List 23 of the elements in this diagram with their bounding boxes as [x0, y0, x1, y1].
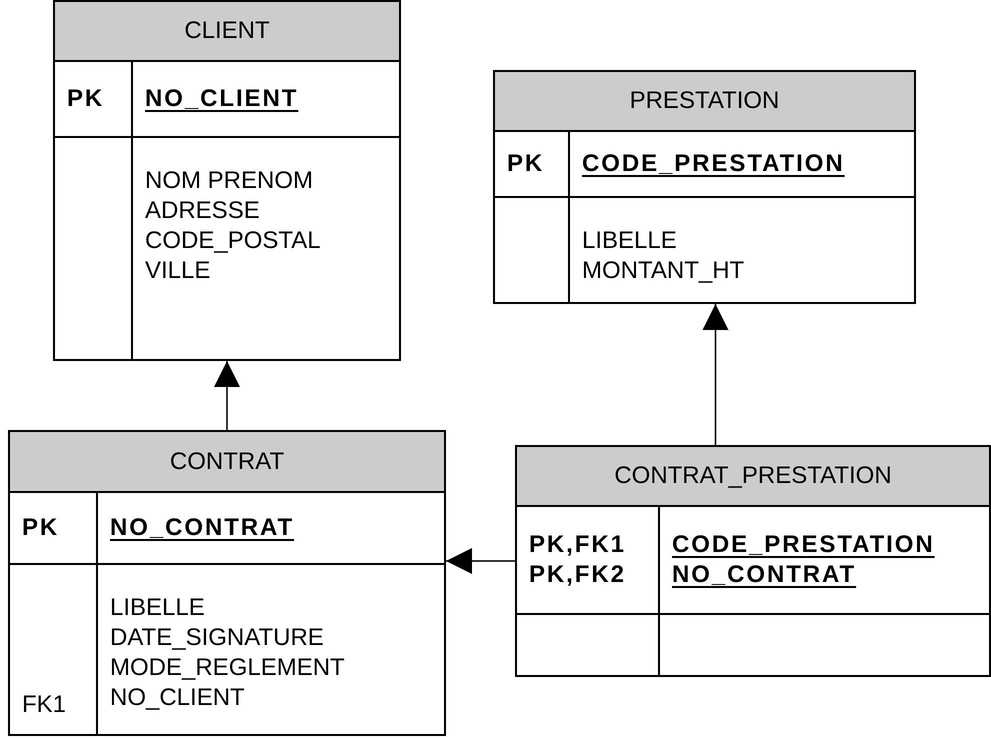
entity-table [8, 430, 446, 736]
entity-table [493, 70, 916, 304]
primary-key-field: CODE_PRESTATION NO_CONTRAT [672, 530, 935, 590]
arrow [214, 361, 240, 430]
entity-table [515, 445, 991, 677]
entity-table [53, 0, 401, 361]
table-header: CONTRAT [10, 432, 444, 493]
key-label: FK1 [22, 690, 68, 720]
table-header: CONTRAT_PRESTATION [517, 447, 989, 507]
key-label: PK [67, 84, 104, 114]
primary-key-field: NO_CONTRAT [110, 513, 294, 543]
table-header: CLIENT [55, 2, 399, 62]
arrow [446, 548, 515, 574]
key-label: PK [22, 513, 60, 543]
arrow [702, 304, 728, 445]
column-list: LIBELLE DATE_SIGNATURE MODE_REGLEMENT NO_CLIENT [110, 593, 344, 713]
key-label: PK [507, 149, 544, 179]
table-header: PRESTATION [495, 72, 914, 132]
column-list: LIBELLE MONTANT_HT [582, 226, 744, 286]
primary-key-field: NO_CLIENT [145, 84, 298, 114]
primary-key-field: CODE_PRESTATION [582, 149, 845, 179]
column-list: NOM PRENOM ADRESSE CODE_POSTAL VILLE [145, 166, 320, 286]
key-label: PK,FK1 PK,FK2 [529, 530, 626, 590]
